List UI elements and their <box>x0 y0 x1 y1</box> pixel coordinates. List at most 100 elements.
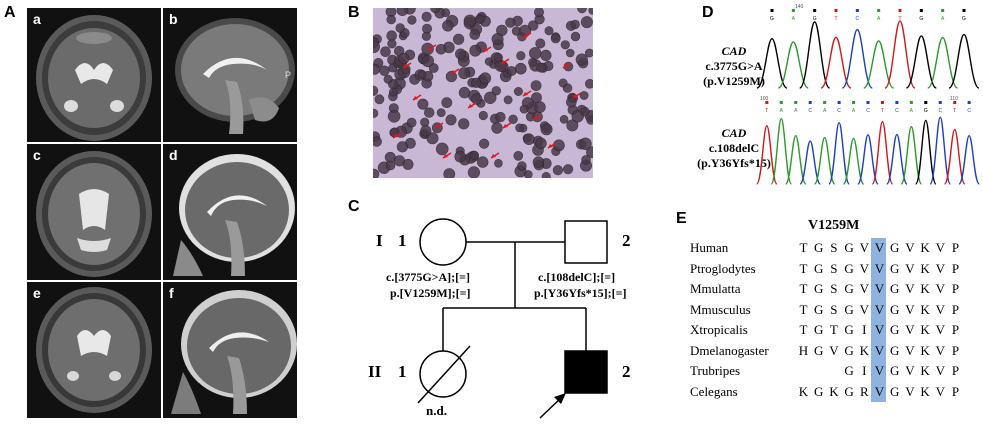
residue: V <box>905 301 915 317</box>
base-call-marker <box>791 9 795 12</box>
residue: G <box>844 260 854 276</box>
chromatogram-top-labels: CAD c.3775G>A (p.V1259M) <box>688 44 780 89</box>
residue: V <box>935 322 945 337</box>
red-blood-cell <box>560 40 570 50</box>
bottom-variant-protein: (p.Y36Yfs*15) <box>697 156 771 170</box>
residue: G <box>844 281 854 296</box>
residue: T <box>799 260 808 276</box>
red-blood-cell <box>396 141 408 153</box>
chromatogram-peak <box>799 140 821 185</box>
chromatogram-peak <box>884 20 916 89</box>
residue: V <box>905 240 915 255</box>
red-blood-cell <box>383 74 393 84</box>
mri-sublabel-c: c <box>33 147 41 163</box>
red-blood-cell <box>455 48 467 60</box>
red-arrowhead-icon <box>573 94 578 98</box>
mri-sublabel-d: d <box>169 147 178 163</box>
base-call-marker <box>909 101 913 104</box>
residue: H <box>798 342 809 358</box>
red-arrowhead-icon <box>435 124 440 128</box>
red-blood-cell <box>443 168 456 178</box>
residue: V <box>874 240 885 255</box>
chromatogram-peak <box>871 120 894 185</box>
red-arrowhead-icon <box>533 116 538 120</box>
base-call-label: C <box>866 108 870 114</box>
red-blood-cell <box>417 98 429 110</box>
chromatogram-peak <box>948 33 980 89</box>
red-blood-cell <box>586 146 593 158</box>
residue: V <box>935 281 945 296</box>
chromatogram-peak <box>943 128 966 185</box>
panel-e-letter: E <box>676 210 687 227</box>
chromatogram-peak <box>915 119 937 185</box>
base-call-label: A <box>941 16 945 22</box>
red-blood-cell <box>471 77 482 88</box>
base-call-marker <box>866 101 870 104</box>
chromatogram-bottom-labels: CAD c.108delC (p.Y36Yfs*15) <box>684 126 784 171</box>
red-blood-cell <box>535 38 546 49</box>
residue: S <box>830 260 838 276</box>
residue: T <box>799 301 808 317</box>
base-call-marker <box>813 9 817 12</box>
residue: G <box>889 383 900 399</box>
alignment-highlight-column <box>871 238 886 402</box>
red-blood-cell <box>528 58 537 67</box>
mri-axial-image-c: c <box>27 144 161 280</box>
species-name: Celegans <box>690 383 738 399</box>
pedigree-i1-genotype-protein: p.[V1259M];[=] <box>390 286 471 300</box>
chromatogram-peak <box>842 137 865 185</box>
residue: V <box>829 342 839 358</box>
base-call-marker <box>794 101 798 104</box>
red-blood-cell <box>534 8 544 18</box>
red-blood-cell <box>476 156 489 168</box>
panel-d-letter: D <box>702 4 714 21</box>
base-call-marker <box>924 101 928 104</box>
residue: S <box>830 301 838 317</box>
red-blood-cell <box>458 118 470 130</box>
red-blood-cell <box>474 14 484 24</box>
residue: G <box>813 281 824 296</box>
red-blood-cell <box>470 93 483 105</box>
residue: K <box>829 383 839 399</box>
residue: G <box>813 342 824 358</box>
residue: V <box>859 240 869 255</box>
residue: P <box>951 322 960 337</box>
base-call-marker <box>852 101 856 104</box>
red-blood-cell <box>402 158 414 170</box>
red-blood-cell <box>515 123 524 133</box>
residue: K <box>920 342 930 358</box>
red-blood-cell <box>505 17 516 28</box>
red-blood-cell <box>530 80 542 91</box>
residue: I <box>862 363 867 378</box>
red-blood-cell <box>575 53 588 66</box>
red-blood-cell <box>534 101 546 113</box>
panel-c-letter: C <box>348 198 360 215</box>
base-call-marker <box>834 9 838 12</box>
base-call-label: G <box>770 16 774 22</box>
residue: G <box>844 342 854 358</box>
red-blood-cell <box>566 96 577 108</box>
mri-sagittal-image-b: b P <box>163 8 297 142</box>
red-blood-cell <box>517 161 527 171</box>
base-call-marker <box>938 101 942 104</box>
mri-marker-p: P <box>284 70 291 80</box>
pedigree-generation-ii: II <box>368 362 382 381</box>
base-call-label: A <box>877 16 881 22</box>
residue: K <box>859 342 869 358</box>
chromatogram-peak <box>905 35 937 89</box>
residue: V <box>905 363 915 378</box>
red-arrowhead-icon <box>491 154 496 158</box>
top-gene-name: CAD <box>721 44 747 58</box>
residue: V <box>874 342 885 358</box>
red-blood-cell <box>544 26 554 36</box>
red-blood-cell <box>374 94 385 105</box>
residue: G <box>813 240 824 255</box>
red-blood-cell <box>513 87 523 97</box>
residue: P <box>951 260 960 276</box>
red-arrowhead-icon <box>468 104 473 108</box>
mri-axial-image-e: e <box>27 282 161 418</box>
residue: T <box>799 322 808 337</box>
residue: G <box>889 260 900 276</box>
